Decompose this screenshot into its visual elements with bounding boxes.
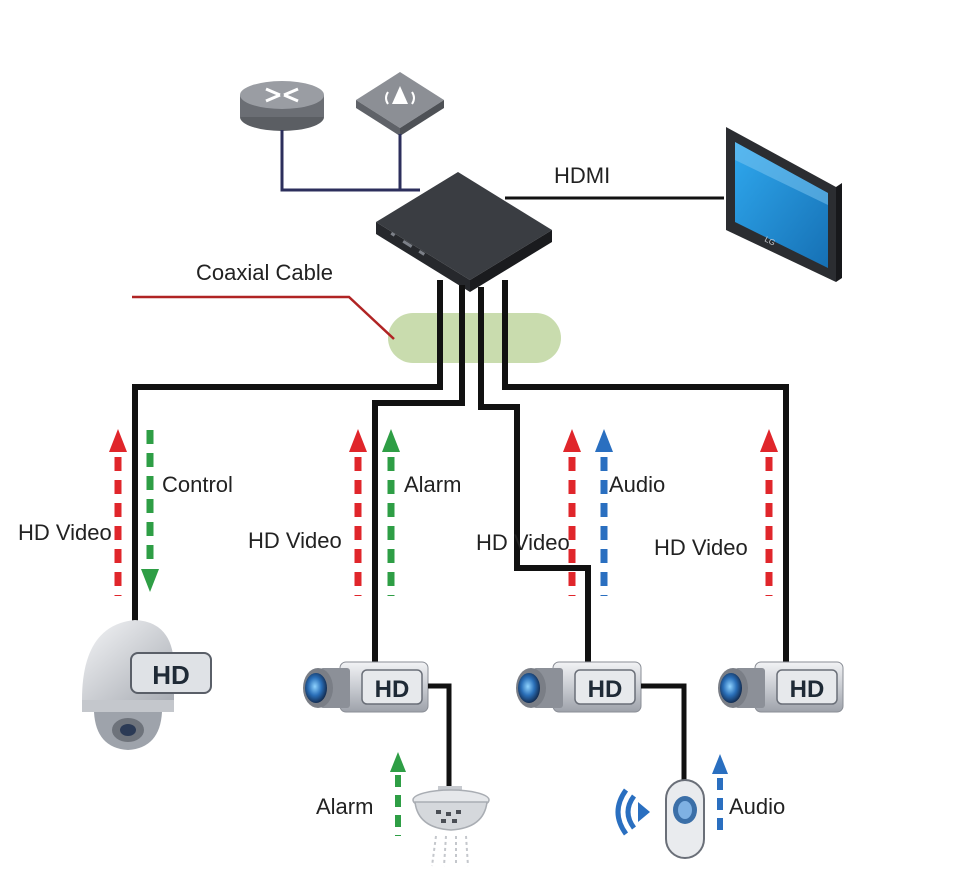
sound-waves-icon bbox=[615, 788, 650, 836]
hd-video-label-3: HD Video bbox=[476, 530, 570, 555]
audio-label-bottom: Audio bbox=[729, 794, 785, 819]
control-arrow bbox=[141, 430, 159, 592]
cam1-hd-badge: HD bbox=[375, 676, 410, 703]
audio-label-top: Audio bbox=[609, 472, 665, 497]
coax-leader-line bbox=[132, 295, 395, 340]
microphone-icon bbox=[615, 779, 705, 859]
video-arrow-4 bbox=[760, 429, 778, 596]
network-lines bbox=[280, 130, 420, 192]
hdmi-label: HDMI bbox=[554, 163, 610, 188]
hd-video-label-4: HD Video bbox=[654, 535, 748, 560]
hd-video-label-1: HD Video bbox=[18, 520, 112, 545]
monitor-logo: LG bbox=[763, 235, 777, 248]
coaxial-cable-label: Coaxial Cable bbox=[196, 260, 333, 285]
dome-camera-icon: HD bbox=[82, 620, 212, 750]
video-arrow-1 bbox=[109, 429, 127, 596]
audio-arrow-bottom bbox=[712, 754, 728, 836]
audio-cable bbox=[641, 683, 687, 790]
dvr-icon bbox=[376, 172, 552, 292]
access-point-icon bbox=[356, 72, 444, 136]
alarm-cable bbox=[428, 683, 452, 792]
alarm-arrow-bottom bbox=[390, 752, 406, 836]
video-arrow-3 bbox=[563, 429, 581, 596]
alarm-label-bottom: Alarm bbox=[316, 794, 373, 819]
box-camera-icon-1: HD bbox=[303, 661, 429, 713]
monitor-icon: LG bbox=[726, 127, 842, 282]
box-camera-icon-2: HD bbox=[516, 661, 642, 713]
hd-video-label-2: HD Video bbox=[248, 528, 342, 553]
alarm-label-top: Alarm bbox=[404, 472, 461, 497]
cam3-hd-badge: HD bbox=[790, 676, 825, 703]
video-arrow-2 bbox=[349, 429, 367, 596]
cam2-hd-badge: HD bbox=[588, 676, 623, 703]
coax-band bbox=[388, 313, 561, 363]
control-label: Control bbox=[162, 472, 233, 497]
coax-cables bbox=[132, 280, 789, 664]
router-icon bbox=[240, 81, 324, 131]
dome-hd-badge: HD bbox=[152, 660, 190, 690]
audio-arrow-top bbox=[595, 429, 613, 596]
alarm-arrow-top bbox=[382, 429, 400, 596]
box-camera-icon-3: HD bbox=[718, 661, 844, 713]
smoke-detector-icon bbox=[412, 786, 490, 867]
